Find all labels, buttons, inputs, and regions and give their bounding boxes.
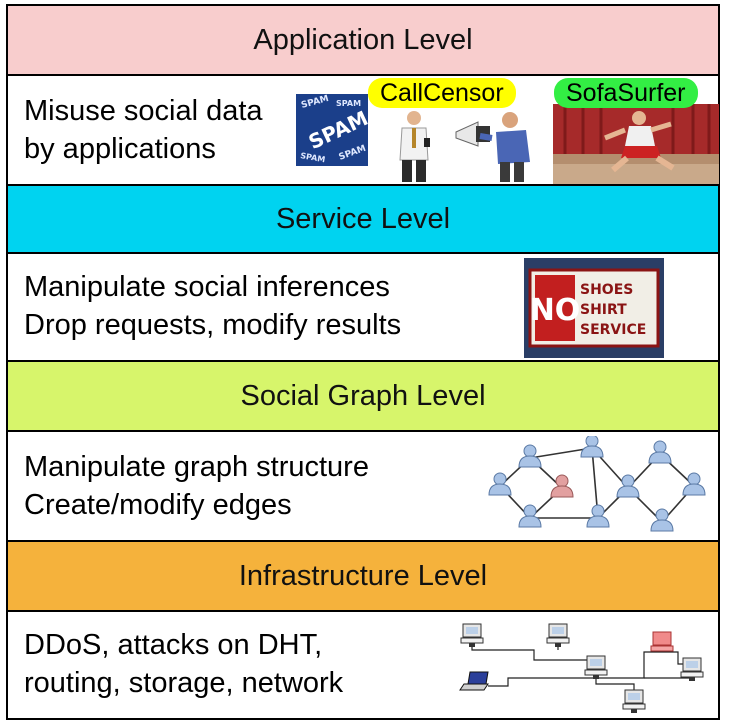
description-line: Misuse social data — [24, 95, 263, 127]
infrastructure-level-description: DDoS, attacks on DHT, routing, storage, … — [24, 626, 343, 702]
service-level-title: Service Level — [275, 202, 451, 235]
social-graph-level-header: Social Graph Level — [6, 360, 720, 432]
description-line: Create/modify edges — [24, 489, 292, 521]
service-level-panel: Manipulate social inferences Drop reques… — [6, 252, 720, 362]
application-level-header: Application Level — [6, 4, 720, 76]
description-line: routing, storage, network — [24, 667, 344, 699]
social-graph-level-title: Social Graph Level — [240, 379, 486, 412]
sign-no-text: NO — [530, 293, 581, 328]
svg-text:SPAM: SPAM — [336, 99, 361, 108]
sign-line: SHOES — [580, 282, 633, 298]
description-line: Manipulate graph structure — [24, 451, 369, 483]
service-level-header: Service Level — [6, 184, 720, 254]
spam-image: SPAM SPAM SPAM SPAM SPAM — [296, 94, 372, 166]
description-line: Drop requests, modify results — [24, 309, 402, 341]
social-graph-level-panel: Manipulate graph structure Create/modify… — [6, 430, 720, 542]
sofasurfer-image — [553, 104, 719, 184]
infrastructure-level-panel: DDoS, attacks on DHT, routing, storage, … — [6, 610, 720, 720]
sofasurfer-tag: SofaSurfer — [554, 78, 698, 108]
sign-line: SHIRT — [580, 302, 627, 318]
description-line: DDoS, attacks on DHT, — [24, 629, 323, 661]
application-level-description: Misuse social data by applications — [24, 92, 263, 168]
social-graph-image — [482, 434, 714, 540]
social-graph-level-description: Manipulate graph structure Create/modify… — [24, 448, 369, 524]
callcensor-tag-label: CallCensor — [380, 79, 504, 107]
callcensor-image — [380, 102, 550, 184]
description-line: Manipulate social inferences — [24, 271, 390, 303]
computer-network-image — [448, 620, 716, 716]
description-line: by applications — [24, 133, 216, 165]
infrastructure-level-header: Infrastructure Level — [6, 540, 720, 612]
svg-text:SPAM: SPAM — [300, 151, 326, 164]
no-service-sign-image: NO SHOES SHIRT SERVICE — [524, 258, 664, 358]
infrastructure-level-title: Infrastructure Level — [238, 559, 488, 592]
sofasurfer-tag-label: SofaSurfer — [566, 79, 686, 107]
callcensor-tag: CallCensor — [368, 78, 516, 108]
sign-line: SERVICE — [580, 322, 646, 338]
application-level-panel: Misuse social data by applications SPAM … — [6, 74, 720, 186]
service-level-description: Manipulate social inferences Drop reques… — [24, 268, 401, 344]
application-level-title: Application Level — [253, 23, 473, 56]
